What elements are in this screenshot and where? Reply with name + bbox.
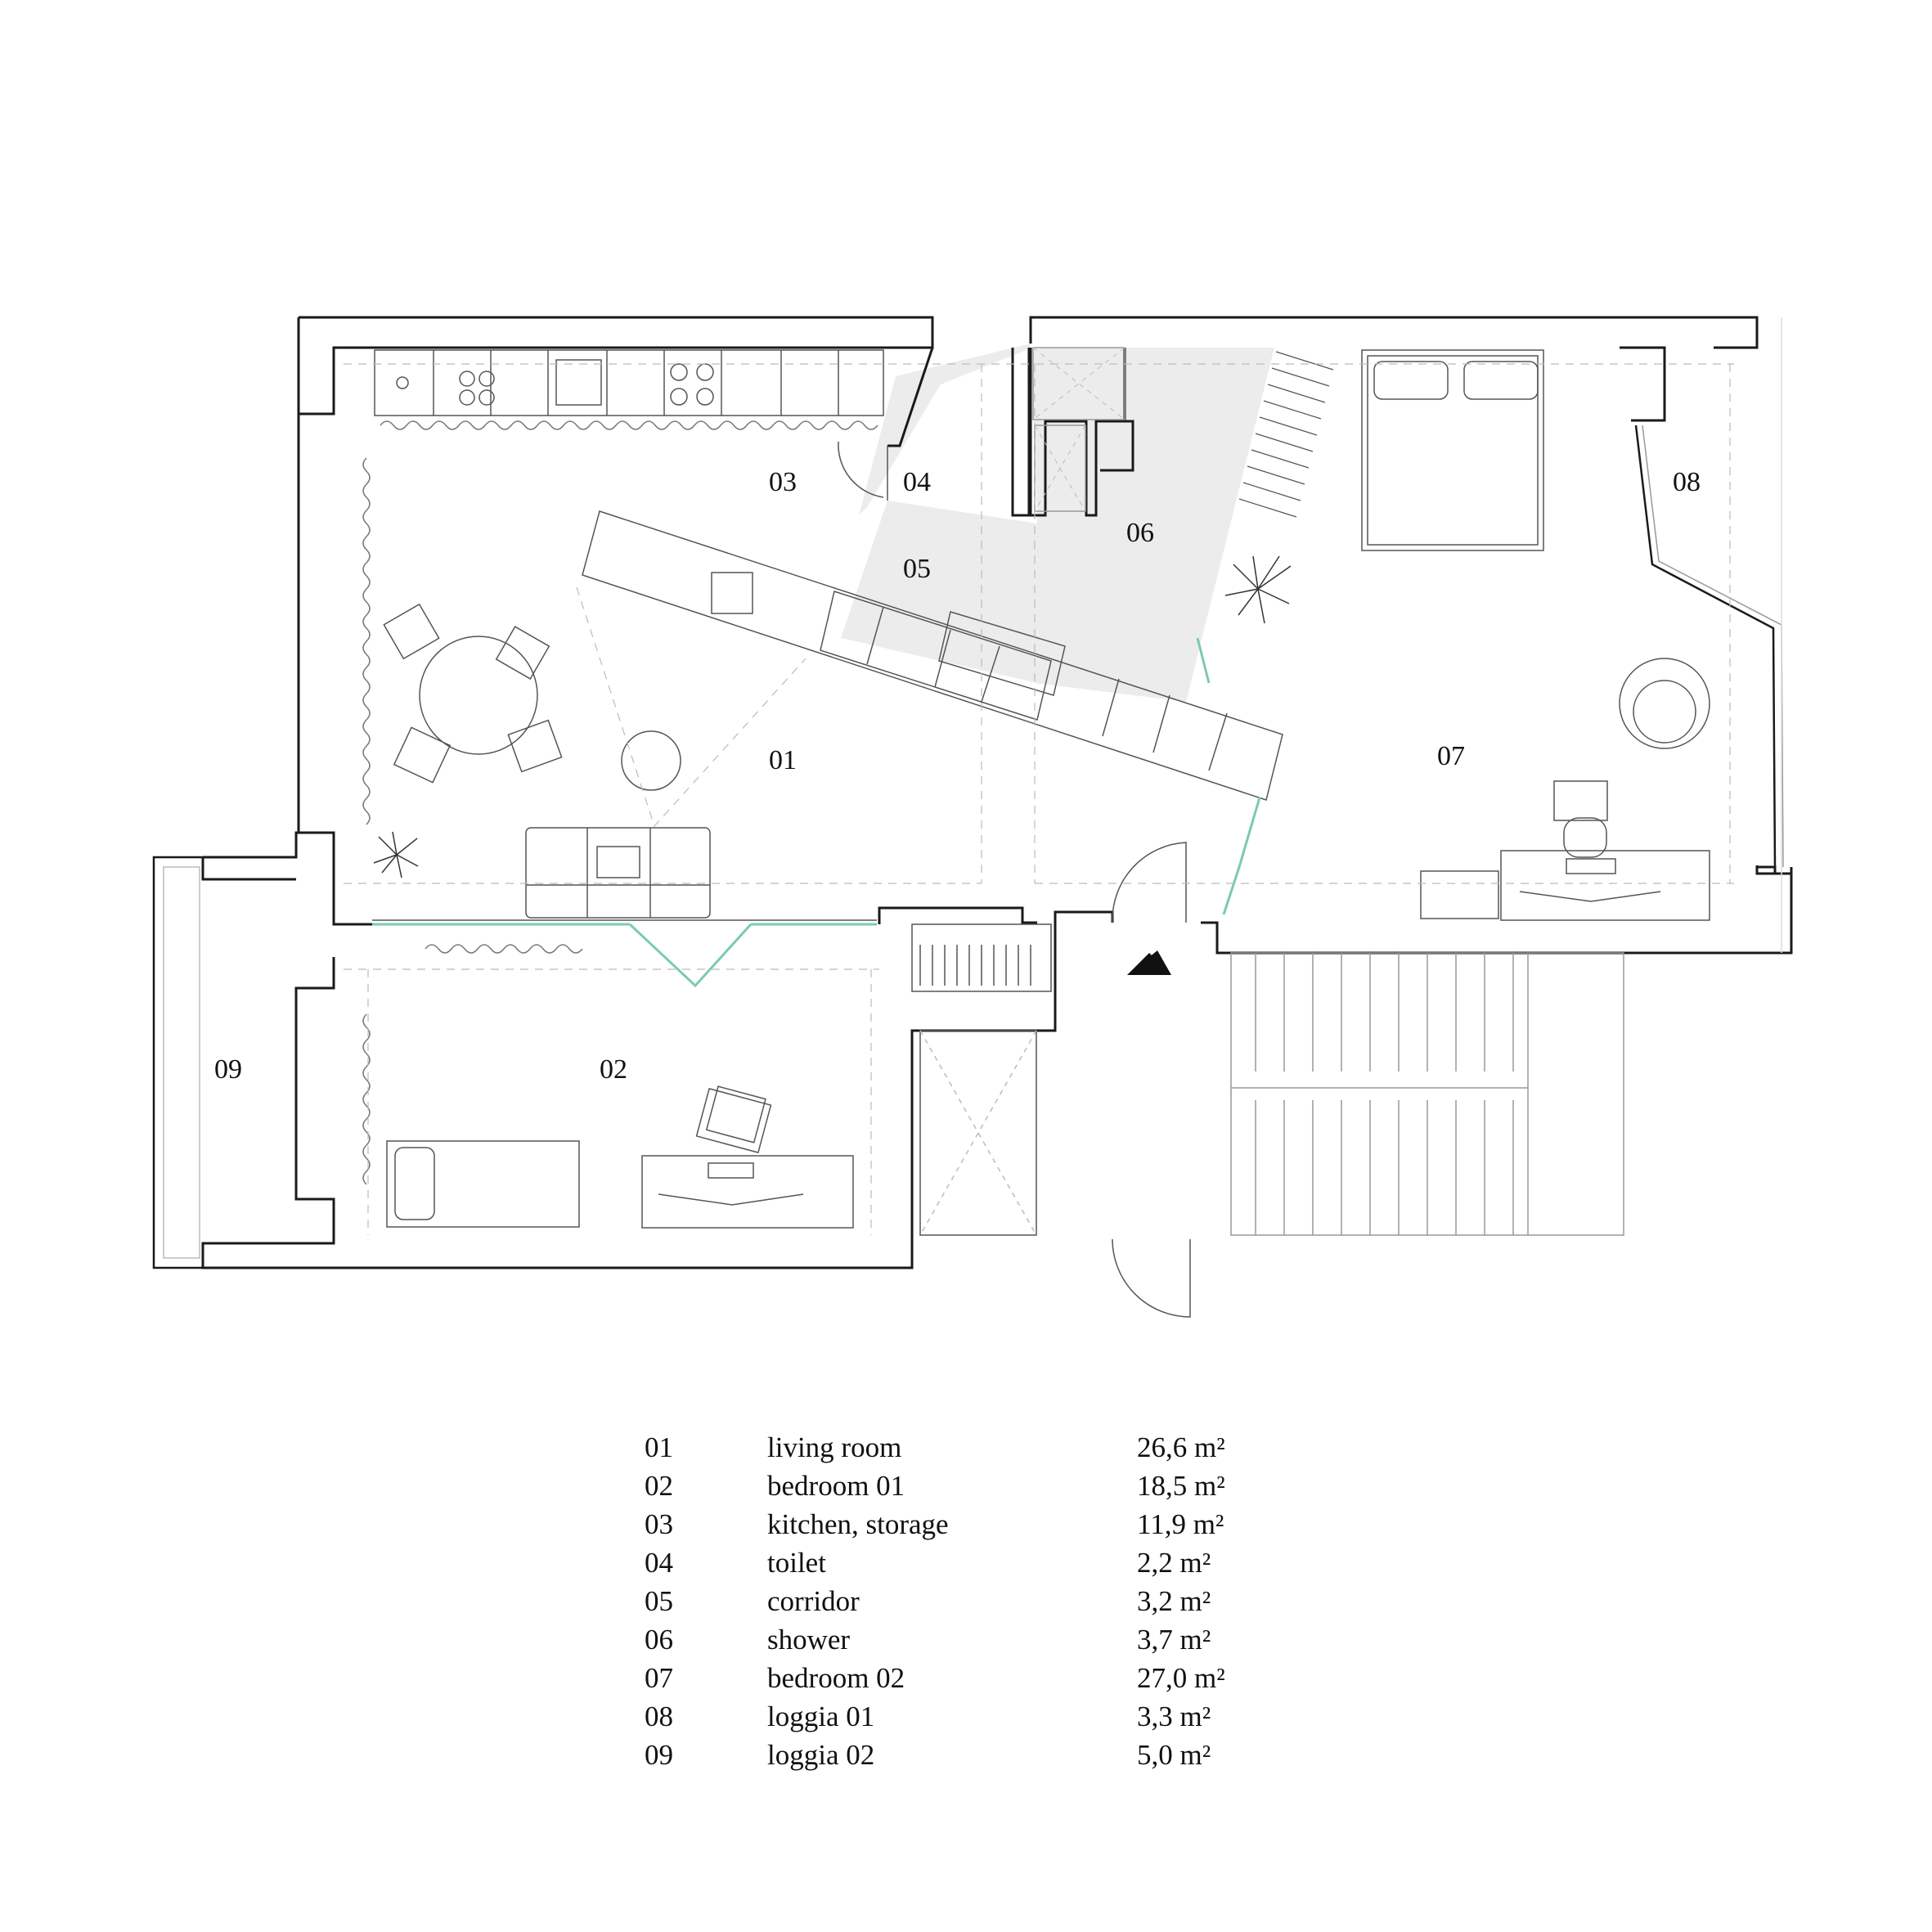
glazed-partition <box>372 637 1261 988</box>
outer-walls <box>201 316 1793 1269</box>
room-label-05: 05 <box>903 554 931 584</box>
legend-room-name: shower <box>767 1624 851 1656</box>
legend-room-area: 5,0 m² <box>1137 1739 1211 1771</box>
sofa <box>525 827 711 919</box>
bed-bedroom-01 <box>386 1140 580 1228</box>
legend-room-number: 03 <box>645 1508 673 1540</box>
desk-bedroom-01 <box>641 1085 854 1229</box>
legend-room-area: 3,2 m² <box>1137 1585 1211 1617</box>
round-coffee-table <box>621 730 681 791</box>
legend-room-number: 01 <box>645 1431 673 1463</box>
legend-room-area: 3,3 m² <box>1137 1701 1211 1732</box>
legend-room-name: loggia 01 <box>767 1701 875 1732</box>
legend-room-number: 06 <box>645 1624 673 1656</box>
room-label-08: 08 <box>1673 467 1701 497</box>
entrance-arrow <box>1127 953 1171 975</box>
legend-row: 05 corridor 3,2 m² <box>645 1582 1348 1620</box>
entry-doors <box>838 441 1191 1318</box>
legend-room-number: 02 <box>645 1470 673 1502</box>
legend-room-number: 05 <box>645 1585 673 1617</box>
loggia-08-frame <box>1634 317 1784 953</box>
wet-zone-fill <box>859 344 1274 702</box>
armchair-round <box>1619 658 1710 749</box>
double-bed <box>1361 349 1544 551</box>
legend-room-area: 3,7 m² <box>1137 1624 1211 1656</box>
room-label-06: 06 <box>1126 518 1154 548</box>
legend-row: 02 bedroom 01 18,5 m² <box>645 1467 1348 1505</box>
living-wall-curtain <box>362 457 371 825</box>
plant-living <box>373 831 419 878</box>
legend-room-name: bedroom 01 <box>767 1470 905 1502</box>
ceiling-lines <box>344 363 1734 1235</box>
legend-row: 07 bedroom 02 27,0 m² <box>645 1659 1348 1697</box>
legend-row: 08 loggia 01 3,3 m² <box>645 1697 1348 1736</box>
legend-room-number: 09 <box>645 1739 673 1771</box>
legend-room-number: 04 <box>645 1547 673 1579</box>
legend-room-area: 27,0 m² <box>1137 1662 1225 1694</box>
legend-room-area: 26,6 m² <box>1137 1431 1225 1463</box>
loggia-09-frame <box>152 856 204 1269</box>
corridor-fill <box>841 501 1037 683</box>
room-legend: 01 living room 26,6 m² 02 bedroom 01 18,… <box>645 1428 1348 1774</box>
kitchen-counter <box>374 349 884 416</box>
legend-room-number: 08 <box>645 1701 673 1732</box>
room-label-07: 07 <box>1437 741 1465 771</box>
legend-room-area: 2,2 m² <box>1137 1547 1211 1579</box>
legend-room-name: corridor <box>767 1585 860 1617</box>
room-label-09: 09 <box>214 1054 242 1085</box>
legend-room-area: 11,9 m² <box>1137 1508 1224 1540</box>
legend-room-name: loggia 02 <box>767 1739 875 1771</box>
diagonal-storage-unit <box>582 510 1283 801</box>
wardrobe-hangers <box>1238 351 1334 518</box>
legend-room-area: 18,5 m² <box>1137 1470 1225 1502</box>
room-label-02: 02 <box>600 1054 627 1085</box>
bedroom-01-wall-curtain <box>362 1013 371 1185</box>
legend-room-name: toilet <box>767 1547 826 1579</box>
kitchen-curtain <box>380 420 878 430</box>
room-label-04: 04 <box>903 467 931 497</box>
plant-bedroom <box>1224 555 1292 624</box>
room-label-03: 03 <box>769 467 797 497</box>
desk-bedroom-02 <box>1420 780 1710 921</box>
legend-room-number: 07 <box>645 1662 673 1694</box>
legend-room-name: bedroom 02 <box>767 1662 905 1694</box>
legend-row: 04 toilet 2,2 m² <box>645 1543 1348 1582</box>
legend-row: 01 living room 26,6 m² <box>645 1428 1348 1467</box>
dining-set <box>383 603 563 784</box>
legend-row: 03 kitchen, storage 11,9 m² <box>645 1505 1348 1543</box>
legend-row: 06 shower 3,7 m² <box>645 1620 1348 1659</box>
legend-room-name: kitchen, storage <box>767 1508 949 1540</box>
room-label-01: 01 <box>769 745 797 775</box>
stairwell <box>1230 952 1624 1236</box>
bedroom-01-curtain <box>425 944 583 954</box>
hall-storage <box>911 923 1052 1236</box>
legend-row: 09 loggia 02 5,0 m² <box>645 1736 1348 1774</box>
legend-room-name: living room <box>767 1431 902 1463</box>
